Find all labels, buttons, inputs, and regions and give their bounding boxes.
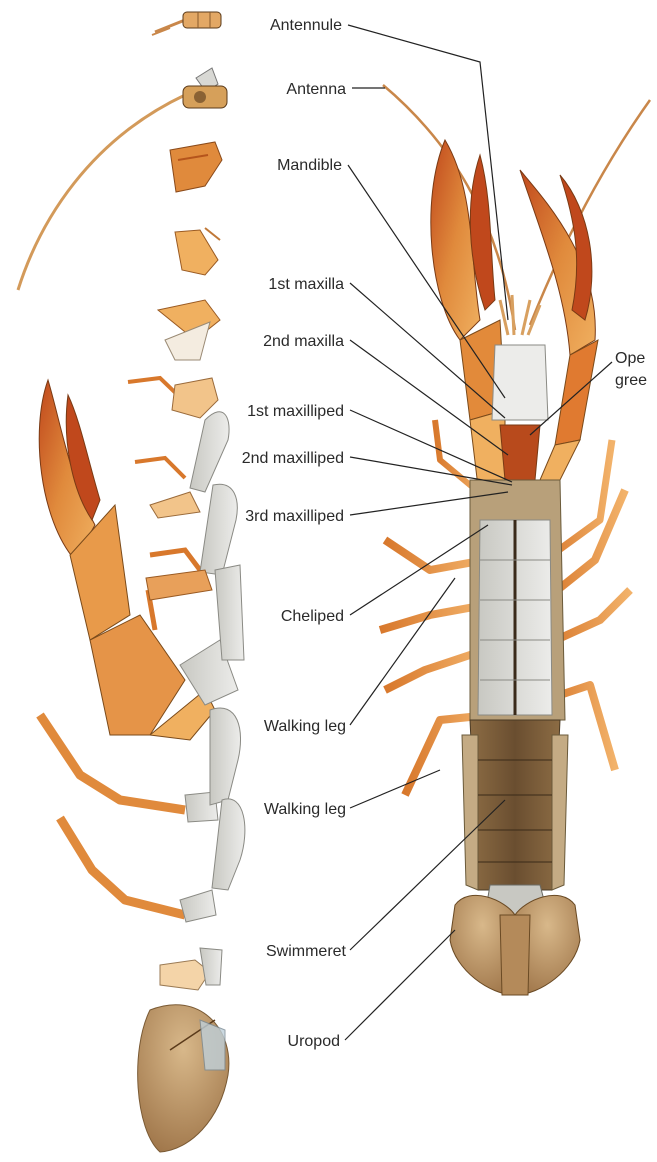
appendage-2nd-maxilla <box>158 300 220 360</box>
label-swimmeret: Swimmeret <box>266 943 347 960</box>
label-1st-maxilla: 1st maxilla <box>268 276 344 293</box>
label-2nd-maxilliped: 2nd maxilliped <box>242 450 344 467</box>
label-3rd-maxilliped: 3rd maxilliped <box>245 508 344 525</box>
label-uropod: Uropod <box>288 1033 340 1050</box>
label-2nd-maxilla: 2nd maxilla <box>263 333 344 350</box>
label-walking-leg-1: Walking leg <box>264 718 346 735</box>
label-green-gland-line1: Ope <box>615 350 645 367</box>
appendage-1st-maxilla <box>175 228 220 275</box>
leader-uropod <box>345 930 455 1040</box>
label-1st-maxilliped: 1st maxilliped <box>247 403 344 420</box>
appendage-swimmeret <box>160 948 222 990</box>
label-walking-leg-2: Walking leg <box>264 801 346 818</box>
label-antenna: Antenna <box>286 81 346 98</box>
label-cheliped: Cheliped <box>281 608 344 625</box>
appendage-antennule <box>152 12 221 35</box>
appendage-uropod <box>138 1005 229 1152</box>
crayfish-body <box>380 85 650 995</box>
label-antennule: Antennule <box>270 17 342 34</box>
appendage-mandible <box>170 142 222 192</box>
leader-cheliped <box>350 525 488 615</box>
appendage-1st-maxilliped <box>128 378 218 418</box>
leader-walking-leg-1 <box>350 578 455 725</box>
label-mandible: Mandible <box>277 157 342 174</box>
leader-walking-leg-2 <box>350 770 440 808</box>
label-green-gland-line2: gree <box>615 372 647 389</box>
